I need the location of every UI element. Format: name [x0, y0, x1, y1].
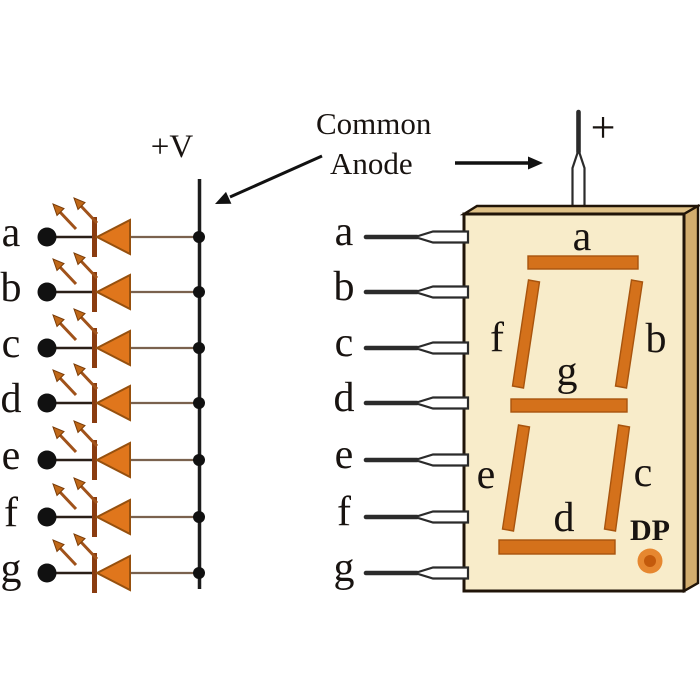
pin-f	[366, 512, 468, 523]
callout-arrow-to-bus-head	[215, 191, 232, 204]
led-label-b: b	[1, 265, 22, 311]
callout-line1: Common	[316, 106, 432, 141]
segment-f	[511, 279, 541, 389]
pin-label-f: f	[337, 489, 351, 535]
pin-e	[366, 455, 468, 466]
segment-label-c: c	[634, 450, 653, 496]
segment-d	[498, 539, 616, 555]
segment-b	[614, 279, 644, 389]
led-label-a: a	[2, 210, 21, 256]
segment-label-d: d	[554, 495, 575, 541]
led-label-c: c	[2, 321, 21, 367]
led-row-c	[38, 309, 206, 368]
anode-plus-label: +	[591, 103, 616, 152]
segment-c	[603, 424, 631, 532]
led-label-e: e	[2, 433, 21, 479]
led-row-f	[38, 478, 206, 537]
led-label-g: g	[1, 546, 22, 592]
seven-segment-display-section: + a b c d e f g a f b g	[334, 103, 700, 594]
decimal-point-label: DP	[630, 514, 670, 547]
anode-pin	[571, 109, 586, 210]
led-row-b	[38, 253, 206, 312]
pin-a	[366, 232, 468, 243]
pin-g	[366, 568, 468, 579]
segment-label-f: f	[490, 315, 504, 361]
pin-label-b: b	[334, 264, 355, 310]
segment-a	[527, 255, 639, 270]
segment-g	[510, 398, 628, 413]
pin-b	[366, 287, 468, 298]
decimal-point-inner	[644, 555, 656, 567]
segment-label-b: b	[646, 316, 667, 362]
pin-label-e: e	[335, 432, 354, 478]
pin-label-c: c	[335, 320, 354, 366]
supply-voltage-label: +V	[151, 129, 194, 165]
callout-line2: Anode	[330, 146, 413, 181]
common-anode-callout: Common Anode	[215, 106, 543, 204]
callout-arrow-to-pin-head	[528, 156, 543, 170]
segment-e	[501, 424, 531, 532]
pin-label-d: d	[334, 375, 355, 421]
led-row-g	[38, 534, 206, 593]
led-row-a	[38, 198, 206, 257]
pin-d	[366, 398, 468, 409]
led-label-f: f	[4, 490, 18, 536]
segment-label-g: g	[557, 349, 578, 395]
led-row-d	[38, 364, 206, 423]
led-label-d: d	[1, 376, 22, 422]
segment-label-e: e	[477, 452, 496, 498]
pin-c	[366, 343, 468, 354]
package-side-face	[682, 203, 700, 594]
callout-arrow-to-bus-shaft	[229, 154, 323, 199]
pin-label-a: a	[335, 209, 354, 255]
pin-label-g: g	[334, 545, 355, 591]
led-row-e	[38, 421, 206, 480]
led-array-section: +V a b c d e f g	[1, 129, 206, 593]
segment-label-a: a	[573, 214, 592, 260]
anode-pin-body	[571, 146, 586, 210]
